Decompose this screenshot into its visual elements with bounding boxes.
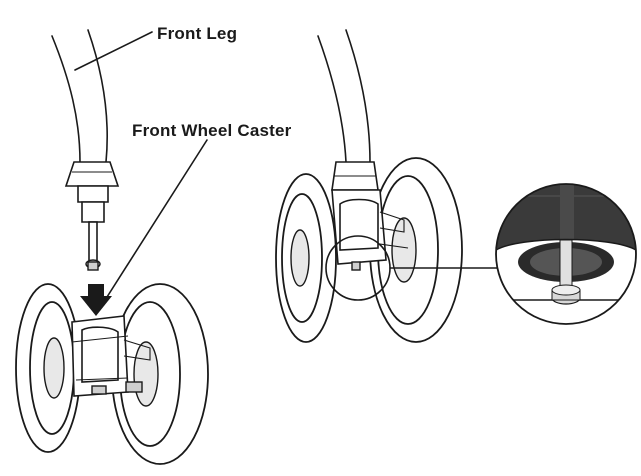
front-leg-leader (74, 31, 153, 71)
front-wheel-caster-leader (99, 139, 208, 309)
pin-detail-small (351, 261, 361, 271)
front-leg-tube (51, 29, 120, 271)
detail-circle-large (495, 183, 637, 325)
assembled-front-leg (317, 29, 379, 191)
assembled-caster (275, 157, 463, 343)
down-arrow-icon (80, 284, 112, 316)
front-wheel-caster-label: Front Wheel Caster (132, 121, 292, 140)
front-leg-label: Front Leg (157, 24, 238, 43)
front-wheel-caster (15, 283, 209, 465)
